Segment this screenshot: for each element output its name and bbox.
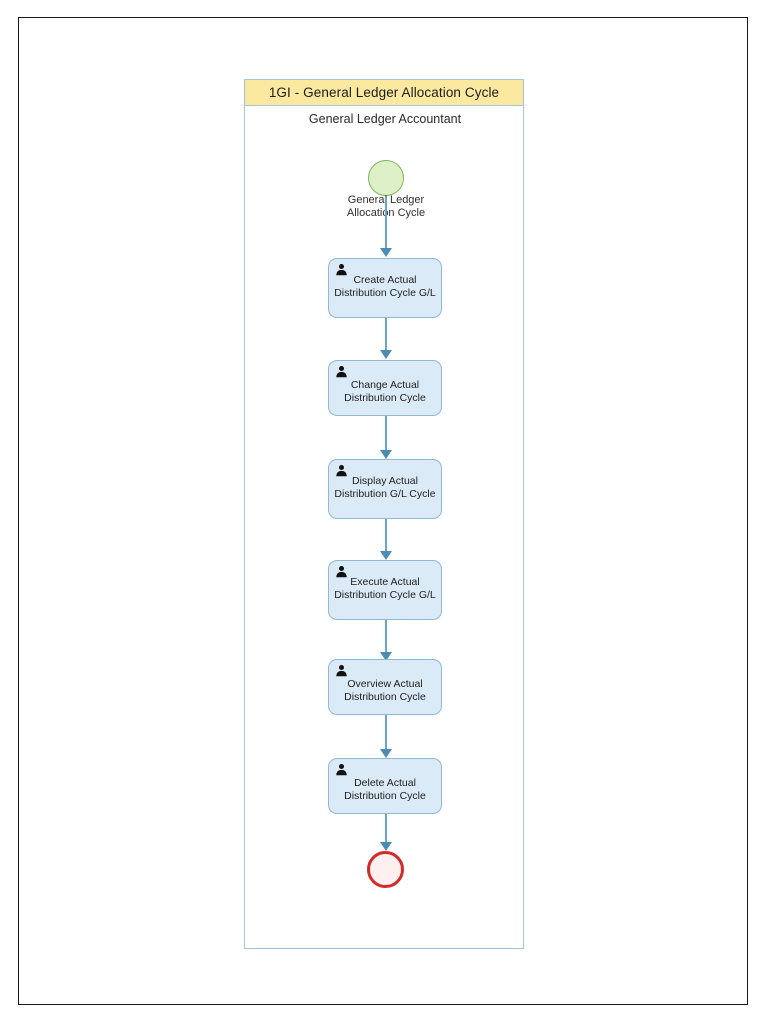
task-label: Display Actual Distribution G/L Cycle [334, 475, 436, 500]
lane-general-ledger-accountant: General Ledger Accountant [244, 106, 524, 949]
end-event[interactable] [367, 851, 404, 888]
sequence-flow-task1-to-task2-arrowhead [380, 350, 392, 359]
task-change-actual-distribution-cycle[interactable]: Change Actual Distribution Cycle [328, 360, 442, 416]
sequence-flow-start-to-task1 [385, 196, 387, 250]
task-execute-actual-distribution-cycle-gl[interactable]: Execute Actual Distribution Cycle G/L [328, 560, 442, 620]
user-task-icon [336, 565, 347, 578]
sequence-flow-task6-to-end [385, 814, 387, 846]
user-task-icon [336, 464, 347, 477]
sequence-flow-task2-to-task3-arrowhead [380, 450, 392, 459]
lane-label: General Ledger Accountant [308, 112, 462, 126]
task-overview-actual-distribution-cycle[interactable]: Overview Actual Distribution Cycle [328, 659, 442, 715]
task-label: Overview Actual Distribution Cycle [344, 678, 426, 703]
sequence-flow-task1-to-task2 [385, 318, 387, 352]
task-label: Change Actual Distribution Cycle [344, 379, 426, 404]
start-event[interactable] [368, 160, 404, 196]
sequence-flow-task3-to-task4-arrowhead [380, 551, 392, 560]
sequence-flow-task3-to-task4 [385, 519, 387, 553]
sequence-flow-task2-to-task3 [385, 416, 387, 454]
sequence-flow-start-to-task1-arrowhead [380, 248, 392, 257]
user-task-icon [336, 664, 347, 677]
user-task-icon [336, 763, 347, 776]
task-label: Delete Actual Distribution Cycle [344, 777, 426, 802]
sequence-flow-task4-to-task5 [385, 620, 387, 656]
pool-title: 1GI - General Ledger Allocation Cycle [244, 79, 524, 106]
sequence-flow-task4-to-task5-arrowhead [380, 652, 392, 661]
sequence-flow-task5-to-task6-arrowhead [380, 749, 392, 758]
user-task-icon [336, 365, 347, 378]
task-delete-actual-distribution-cycle[interactable]: Delete Actual Distribution Cycle [328, 758, 442, 814]
user-task-icon [336, 263, 347, 276]
task-create-actual-distribution-cycle-gl[interactable]: Create Actual Distribution Cycle G/L [328, 258, 442, 318]
task-label: Create Actual Distribution Cycle G/L [334, 274, 436, 299]
task-label: Execute Actual Distribution Cycle G/L [334, 576, 436, 601]
sequence-flow-task6-to-end-arrowhead [380, 842, 392, 851]
task-display-actual-distribution-gl-cycle[interactable]: Display Actual Distribution G/L Cycle [328, 459, 442, 519]
sequence-flow-task5-to-task6 [385, 715, 387, 753]
